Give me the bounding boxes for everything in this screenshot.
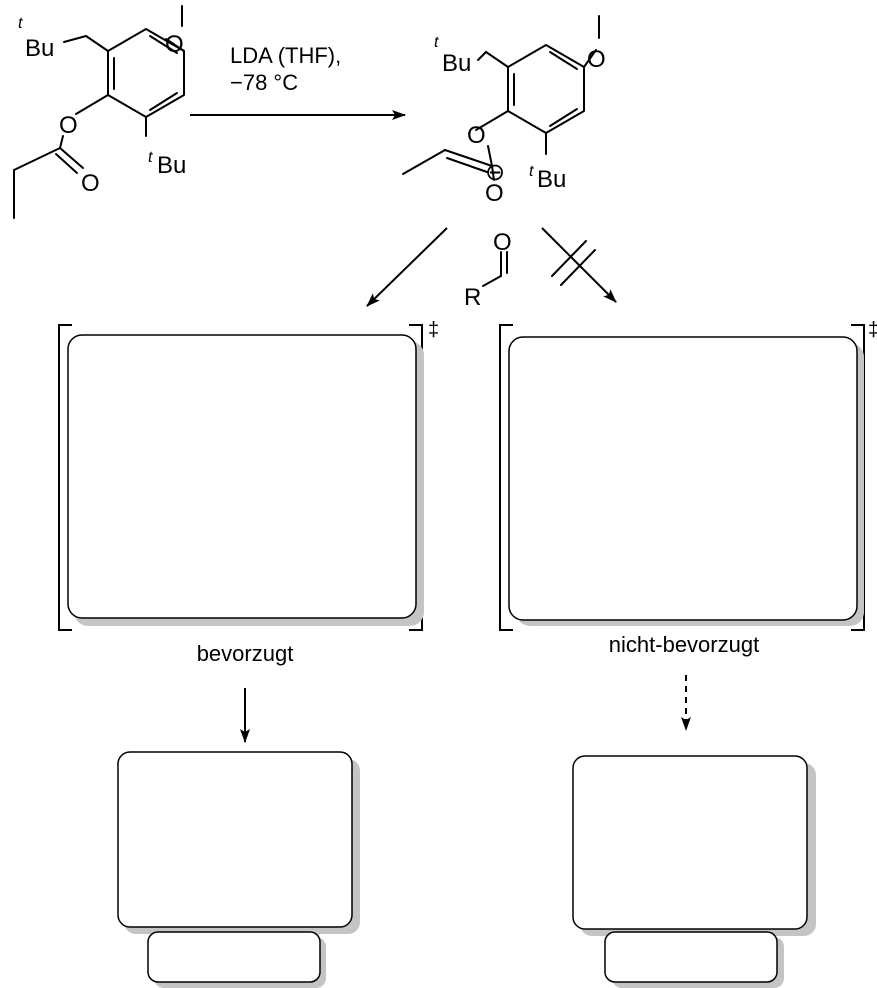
disfavored-transition-state: ‡ nicht-bevorzugt [499, 319, 877, 657]
enolate-ester-oxygen: O [467, 122, 486, 149]
right-ts-double-dagger: ‡ [868, 319, 877, 341]
left-ts-double-dagger: ‡ [428, 319, 439, 341]
blocked-mark-1 [551, 240, 587, 277]
left-product-answer-box[interactable] [117, 751, 353, 928]
reactant-tbu-bottom: Bu [157, 152, 186, 179]
reactant-carbonyl-oxygen: O [81, 170, 100, 197]
reactant-tbu-top: Bu [25, 35, 54, 62]
right-ts-open-bracket [499, 324, 513, 631]
favored-pathway-arrow [366, 227, 448, 307]
enolate-methoxy-oxygen: O [587, 46, 606, 73]
disfavored-pathway-arrow [541, 227, 617, 303]
enolate-tbu-bottom: Bu [537, 166, 566, 193]
left-product-label-box[interactable] [147, 931, 321, 983]
reactant-tert-prefix-bottom: t [148, 149, 153, 166]
reactant-molecule: O t Bu t Bu O O [13, 5, 186, 219]
enolate-tert-prefix-bottom: t [529, 163, 534, 180]
reactant-tert-prefix-top: t [18, 15, 23, 32]
disfavored-product-area [572, 755, 816, 988]
reagent-line-2: −78 °C [230, 70, 298, 95]
right-ts-answer-box[interactable] [508, 336, 858, 621]
enolate-tert-prefix-top: t [434, 34, 439, 51]
aldehyde-r-group: R [464, 284, 481, 311]
favored-product-area [117, 751, 360, 988]
right-product-answer-box[interactable] [572, 755, 808, 930]
aldehyde-oxygen: O [493, 229, 512, 256]
aldehyde-r-bond [482, 275, 502, 287]
favored-label: bevorzugt [197, 641, 294, 666]
blocked-mark-2 [560, 249, 596, 286]
enolate-molecule: O t Bu t Bu O O ⊖ [402, 15, 606, 207]
reactant-ester-oxygen: O [59, 112, 78, 139]
favored-transition-state: ‡ bevorzugt [58, 319, 439, 666]
reagent-line-1: LDA (THF), [230, 43, 341, 68]
right-product-label-box[interactable] [604, 931, 778, 983]
enolate-tbu-top: Bu [442, 50, 471, 77]
disfavored-label: nicht-bevorzugt [609, 632, 759, 657]
enolate-bonds [402, 15, 600, 181]
aldehyde-molecule: O R [464, 229, 512, 311]
reactant-methoxy-oxygen: O [165, 31, 184, 58]
left-ts-answer-box[interactable] [67, 334, 417, 619]
left-ts-open-bracket [58, 324, 72, 631]
enolate-negative-charge: ⊖ [485, 159, 505, 186]
enolate-anionic-oxygen: O [485, 180, 504, 207]
reactant-bonds [13, 5, 185, 219]
